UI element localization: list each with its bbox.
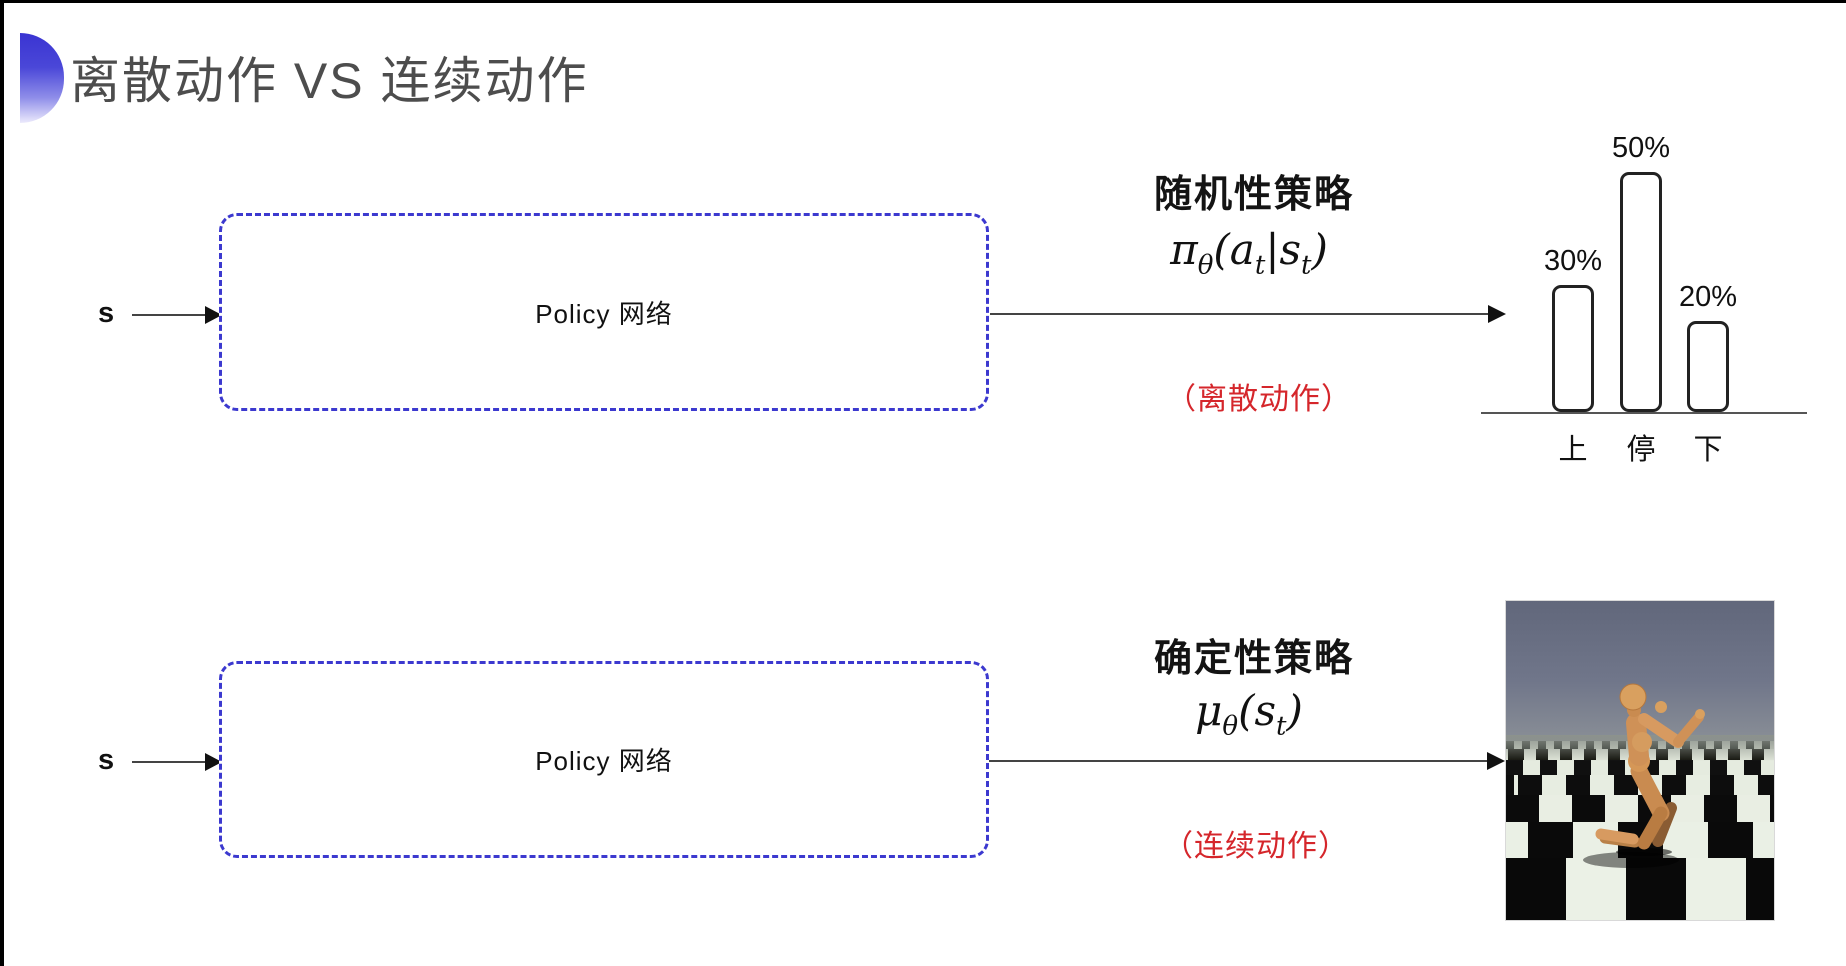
bottom-policy-box-label: Policy 网络 — [535, 746, 673, 776]
bar — [1552, 285, 1594, 412]
bar-value-label: 30% — [1543, 245, 1603, 277]
action-bar-chart: 30% 上 50% 停 20% 下 — [1481, 121, 1807, 481]
top-policy-network-box: Policy 网络 — [219, 213, 989, 411]
bar — [1687, 321, 1729, 412]
bottom-state-input-label: s — [98, 744, 115, 776]
formula-arg1-sub: t — [1254, 250, 1266, 281]
stochastic-policy-formula: πθ(at|st) — [1079, 225, 1419, 280]
formula-fn-sub: θ — [1222, 711, 1239, 742]
formula-open-paren: ( — [1213, 225, 1230, 274]
bar-value-label: 20% — [1678, 281, 1738, 313]
top-input-arrow-icon — [132, 306, 222, 324]
humanoid-figure — [1583, 683, 1705, 868]
formula-fn-sub: θ — [1197, 250, 1214, 281]
formula-arg1: s — [1254, 686, 1277, 735]
bottom-output-arrow-icon — [989, 752, 1505, 770]
continuous-action-note: （连续动作） — [1163, 830, 1349, 863]
formula-arg1: a — [1229, 225, 1255, 274]
deterministic-policy-formula: μθ(st) — [1079, 686, 1419, 741]
bar — [1620, 172, 1662, 412]
bar-category-label: 停 — [1626, 434, 1656, 466]
discrete-action-note: （离散动作） — [1166, 383, 1352, 416]
formula-arg2: s — [1279, 225, 1302, 274]
bar-category-label: 上 — [1558, 434, 1588, 466]
deterministic-policy-title: 确定性策略 — [1153, 638, 1354, 680]
top-policy-box-label: Policy 网络 — [535, 298, 673, 329]
bottom-policy-network-box: Policy 网络 — [219, 661, 989, 858]
formula-fn: μ — [1195, 686, 1223, 735]
bar-value-label: 50% — [1611, 132, 1671, 164]
formula-open-paren: ( — [1238, 686, 1255, 735]
formula-fn: π — [1170, 225, 1198, 274]
chart-baseline — [1481, 412, 1807, 414]
bar-category-label: 下 — [1693, 434, 1723, 466]
formula-separator: | — [1265, 225, 1280, 274]
page-title: 离散动作 VS 连续动作 — [70, 53, 589, 109]
formula-close-paren: ) — [1311, 225, 1328, 274]
top-output-arrow-icon — [990, 305, 1506, 323]
stochastic-policy-title: 随机性策略 — [1153, 174, 1354, 216]
humanoid-robot-image — [1505, 600, 1775, 921]
formula-arg2-sub: t — [1301, 250, 1312, 281]
formula-arg1-sub: t — [1276, 711, 1287, 742]
bottom-input-arrow-icon — [132, 753, 222, 771]
formula-close-paren: ) — [1286, 686, 1303, 735]
top-state-input-label: s — [98, 297, 115, 329]
title-bullet-icon — [20, 33, 64, 123]
